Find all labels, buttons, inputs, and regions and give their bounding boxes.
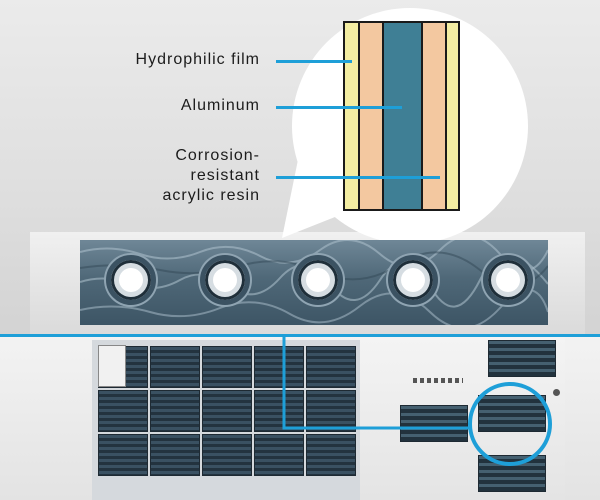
side-vent (400, 405, 468, 442)
leader-line-aluminum (276, 106, 402, 109)
grille-opening (254, 390, 304, 432)
refrigerant-tube (483, 255, 533, 305)
label-hydrophilic-film: Hydrophilic film (135, 51, 260, 68)
refrigerant-tube (388, 255, 438, 305)
grille-opening (98, 434, 148, 476)
grille-opening (202, 434, 252, 476)
screw (553, 389, 560, 396)
grille-opening (254, 346, 304, 388)
grille-opening (254, 434, 304, 476)
label-aluminum: Aluminum (180, 97, 260, 114)
refrigerant-tube (293, 255, 343, 305)
fan-grille (92, 340, 360, 500)
grille-opening (98, 390, 148, 432)
grille-opening (306, 434, 356, 476)
grille-opening (306, 346, 356, 388)
divider-rule (0, 334, 600, 337)
panel-latch (98, 345, 126, 387)
grille-opening (202, 390, 252, 432)
label-corrosion-line-2: resistant (190, 167, 260, 184)
refrigerant-tube (200, 255, 250, 305)
label-corrosion-line-1: Corrosion- (175, 147, 260, 164)
grille-opening (150, 390, 200, 432)
layer-hydrophilic-film-right (445, 23, 458, 209)
coil-highlight-circle (468, 382, 552, 466)
vent-slots (413, 378, 463, 383)
grille-opening (306, 390, 356, 432)
coil-fin-strip (80, 240, 548, 325)
leader-line-hydrophilic-film (276, 60, 352, 63)
grille-opening (202, 346, 252, 388)
grille-opening (150, 346, 200, 388)
layer-hydrophilic-film-left (345, 23, 358, 209)
leader-line-acrylic-resin (276, 176, 440, 179)
refrigerant-tube (106, 255, 156, 305)
side-vent (488, 340, 556, 377)
grille-opening (150, 434, 200, 476)
label-corrosion-line-3: acrylic resin (162, 187, 260, 204)
